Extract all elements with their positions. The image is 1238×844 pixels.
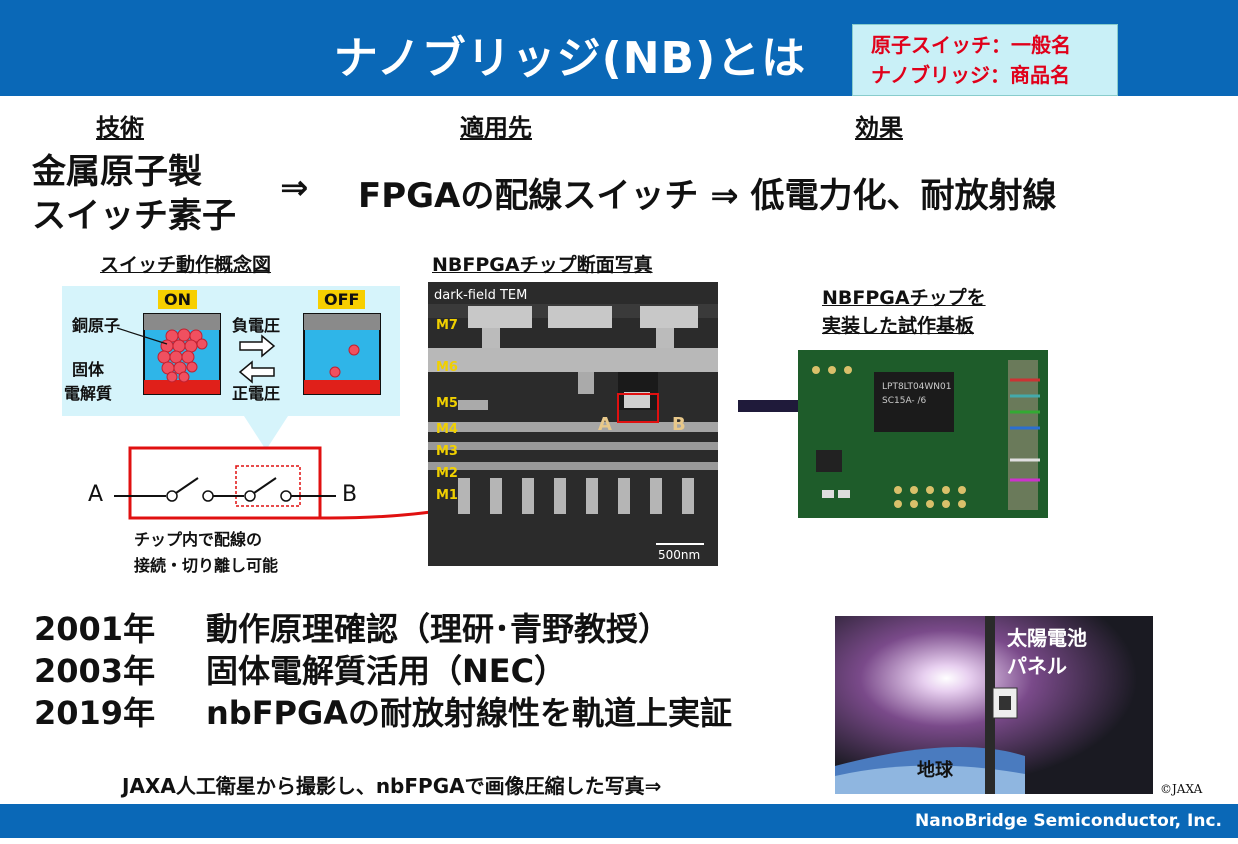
chip-marking-line2: SC15A- /6 (882, 396, 927, 406)
name-note-box: 原子スイッチ：一般名 ナノブリッジ：商品名 (852, 24, 1118, 96)
caption-line-1: チップ内で配線の (134, 530, 263, 549)
photo-caption: JAXA人工衛星から撮影し、nbFPGAで画像圧縮した写真⇒ (122, 774, 662, 798)
tem-point-b: B (672, 414, 686, 435)
concept-heading: スイッチ動作概念図 (100, 254, 272, 276)
caption-line-2: 接続・切り離し可能 (134, 556, 279, 575)
note-product-name: ナノブリッジ：商品名 (871, 63, 1070, 87)
arrow-1: ⇒ (280, 168, 309, 208)
earth-label: 地球 (917, 760, 953, 781)
prototype-board-image: LPT8LT04WN01 SC15A- /6 (798, 350, 1048, 518)
page-title: ナノブリッジ(NB)とは (333, 33, 807, 84)
tem-mode-label: dark-field TEM (434, 288, 528, 303)
tech-line-2: スイッチ素子 (32, 196, 236, 236)
switch-schematic (114, 446, 336, 520)
layer-m5: M5 (436, 396, 458, 411)
tech-line-1: 金属原子製 (32, 152, 202, 192)
tem-structure-graphic (428, 304, 718, 545)
switch-cells-graphic (116, 313, 381, 395)
board-heading: NBFPGAチップを 実装した試作基板 (822, 284, 986, 340)
solar-panel-line2: パネル (1007, 654, 1067, 678)
layer-m6: M6 (436, 360, 458, 375)
node-b-label: B (342, 482, 358, 507)
callout-pointer (244, 416, 288, 450)
jaxa-credit: ©JAXA (1160, 782, 1203, 796)
satellite-photo: 太陽電池 パネル 地球 (835, 616, 1153, 794)
history-list: 2001年動作原理確認（理研･青野教授） 2003年固体電解質活用（NEC） 2… (34, 608, 732, 734)
layer-m4: M4 (436, 422, 458, 437)
layer-m3: M3 (436, 444, 458, 459)
board-graphic (812, 360, 1040, 510)
negative-voltage-label: 負電圧 (232, 316, 281, 335)
copper-atom-label: 銅原子 (72, 316, 121, 335)
off-label: OFF (318, 290, 366, 309)
layer-m1: M1 (436, 488, 458, 503)
tem-point-a: A (598, 414, 612, 435)
history-item-2003: 2003年固体電解質活用（NEC） (34, 652, 567, 690)
node-a-label: A (88, 482, 104, 507)
history-item-2001: 2001年動作原理確認（理研･青野教授） (34, 610, 671, 648)
solar-panel-label: 太陽電池 パネル (1007, 624, 1087, 680)
chip-marking: LPT8LT04WN01 SC15A- /6 (882, 380, 951, 408)
footer-bar: NanoBridge Semiconductor, Inc. (0, 804, 1238, 838)
note-general-name: 原子スイッチ：一般名 (871, 33, 1071, 57)
layer-m2: M2 (436, 466, 458, 481)
chip-marking-line1: LPT8LT04WN01 (882, 382, 952, 392)
company-name: NanoBridge Semiconductor, Inc. (915, 811, 1222, 831)
positive-voltage-label: 正電圧 (232, 384, 281, 403)
apply-effect-text: FPGAの配線スイッチ ⇒ 低電力化、耐放射線 (358, 176, 1057, 216)
board-heading-line2: 実装した試作基板 (822, 315, 975, 337)
solar-panel-line1: 太陽電池 (1007, 626, 1087, 650)
board-heading-line1: NBFPGAチップを (822, 287, 986, 309)
tem-image: dark-field TEM M7 M6 M5 M4 M3 M2 M1 A B … (428, 282, 718, 566)
tem-scale-label: 500nm (658, 548, 701, 562)
solid-label: 固体 (72, 360, 105, 379)
on-label: ON (158, 290, 197, 309)
satellite-photo-graphic (835, 616, 1153, 794)
tem-heading: NBFPGAチップ断面写真 (432, 254, 653, 276)
effect-heading: 効果 (855, 114, 903, 142)
tech-heading: 技術 (96, 114, 144, 142)
apply-heading: 適用先 (460, 114, 532, 142)
layer-m7: M7 (436, 318, 458, 333)
electrolyte-label: 電解質 (64, 384, 113, 403)
